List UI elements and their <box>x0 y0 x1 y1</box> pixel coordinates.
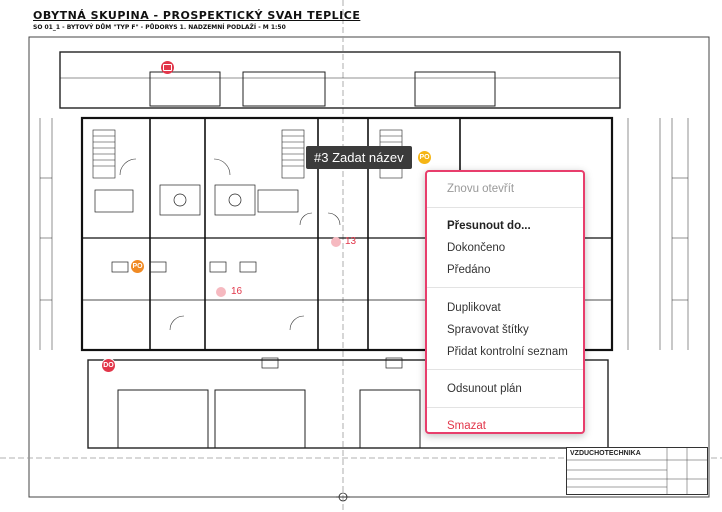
drawing-subtitle: SO 01_1 - BYTOVÝ DŮM "TYP F" - PŮDORYS 1… <box>33 24 286 31</box>
task-pin-po-left[interactable]: PO <box>130 259 145 274</box>
menu-item-duplicate[interactable]: Duplikovat <box>447 302 501 314</box>
menu-item-done[interactable]: Dokončeno <box>447 242 506 254</box>
menu-item-manage-tags[interactable]: Spravovat štítky <box>447 324 529 336</box>
camera-pin[interactable] <box>161 61 174 74</box>
task-pin-faint-13[interactable] <box>331 237 341 247</box>
camera-icon <box>163 64 172 71</box>
menu-divider <box>427 407 583 408</box>
title-block-label: VZDUCHOTECHNIKA <box>570 450 641 457</box>
task-pin-13-label: 13 <box>345 236 357 247</box>
menu-item-add-checklist[interactable]: Přidat kontrolní seznam <box>447 346 568 358</box>
menu-item-reopen: Znovu otevřít <box>447 183 515 195</box>
task-context-menu: Znovu otevřít Přesunout do... Dokončeno … <box>425 170 585 434</box>
task-pin-faint-16[interactable] <box>216 287 226 297</box>
menu-divider <box>427 369 583 370</box>
menu-divider <box>427 207 583 208</box>
drawing-title-block: VZDUCHOTECHNIKA <box>566 447 708 495</box>
menu-item-handed-over[interactable]: Předáno <box>447 264 491 276</box>
task-pin-16-label: 16 <box>231 286 243 297</box>
menu-divider <box>427 287 583 288</box>
menu-item-move-to[interactable]: Přesunout do... <box>447 220 531 232</box>
task-pin-do-bottom[interactable]: DO <box>101 358 116 373</box>
task-pin-po-top[interactable]: PO <box>417 150 432 165</box>
menu-item-detach-plan[interactable]: Odsunout plán <box>447 383 522 395</box>
drawing-title: OBYTNÁ SKUPINA - PROSPEKTICKÝ SVAH TEPLI… <box>33 9 361 22</box>
task-name-tooltip[interactable]: #3 Zadat název <box>306 146 412 169</box>
menu-item-delete[interactable]: Smazat <box>447 420 486 432</box>
